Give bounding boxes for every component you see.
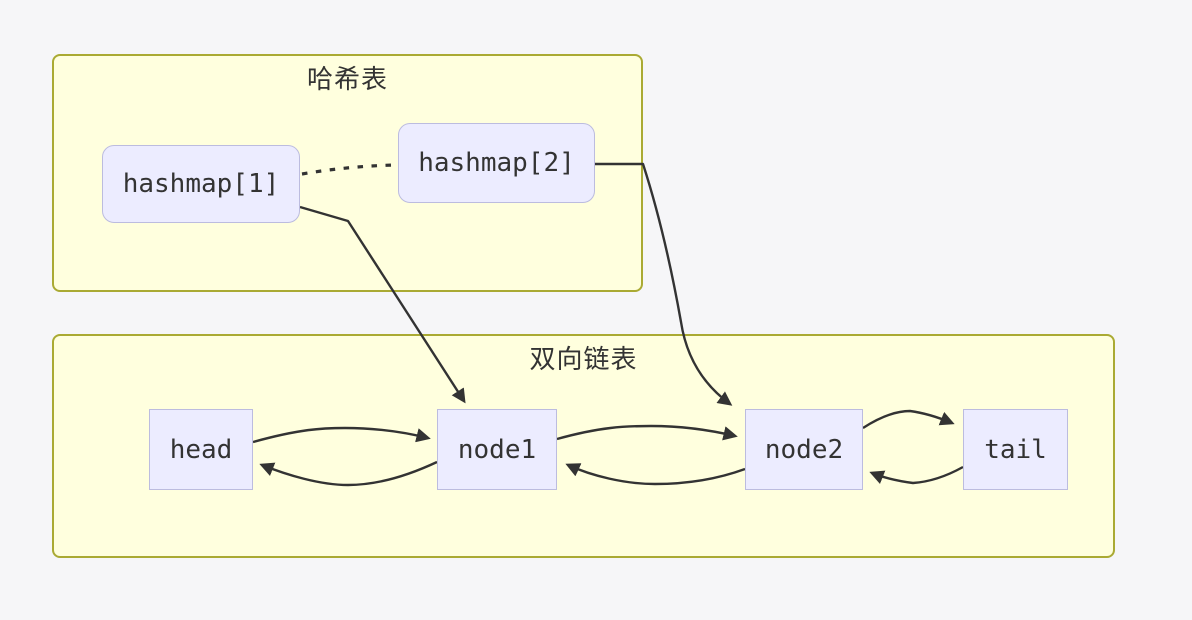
node-node2: node2 [745, 409, 863, 490]
node-node2-label: node2 [764, 434, 844, 465]
node-hashmap1: hashmap[1] [102, 145, 300, 223]
node-head-label: head [169, 434, 233, 465]
node-node1: node1 [437, 409, 557, 490]
node-tail-label: tail [984, 434, 1047, 465]
node-node1-label: node1 [457, 434, 537, 465]
node-hashmap1-label: hashmap[1] [122, 169, 280, 199]
node-hashmap2: hashmap[2] [398, 123, 595, 203]
cluster-doubly-linked-list-title: 双向链表 [529, 345, 638, 375]
node-head: head [149, 409, 253, 490]
node-hashmap2-label: hashmap[2] [418, 148, 575, 178]
node-tail: tail [963, 409, 1068, 490]
cluster-hash-table-title: 哈希表 [306, 65, 388, 95]
